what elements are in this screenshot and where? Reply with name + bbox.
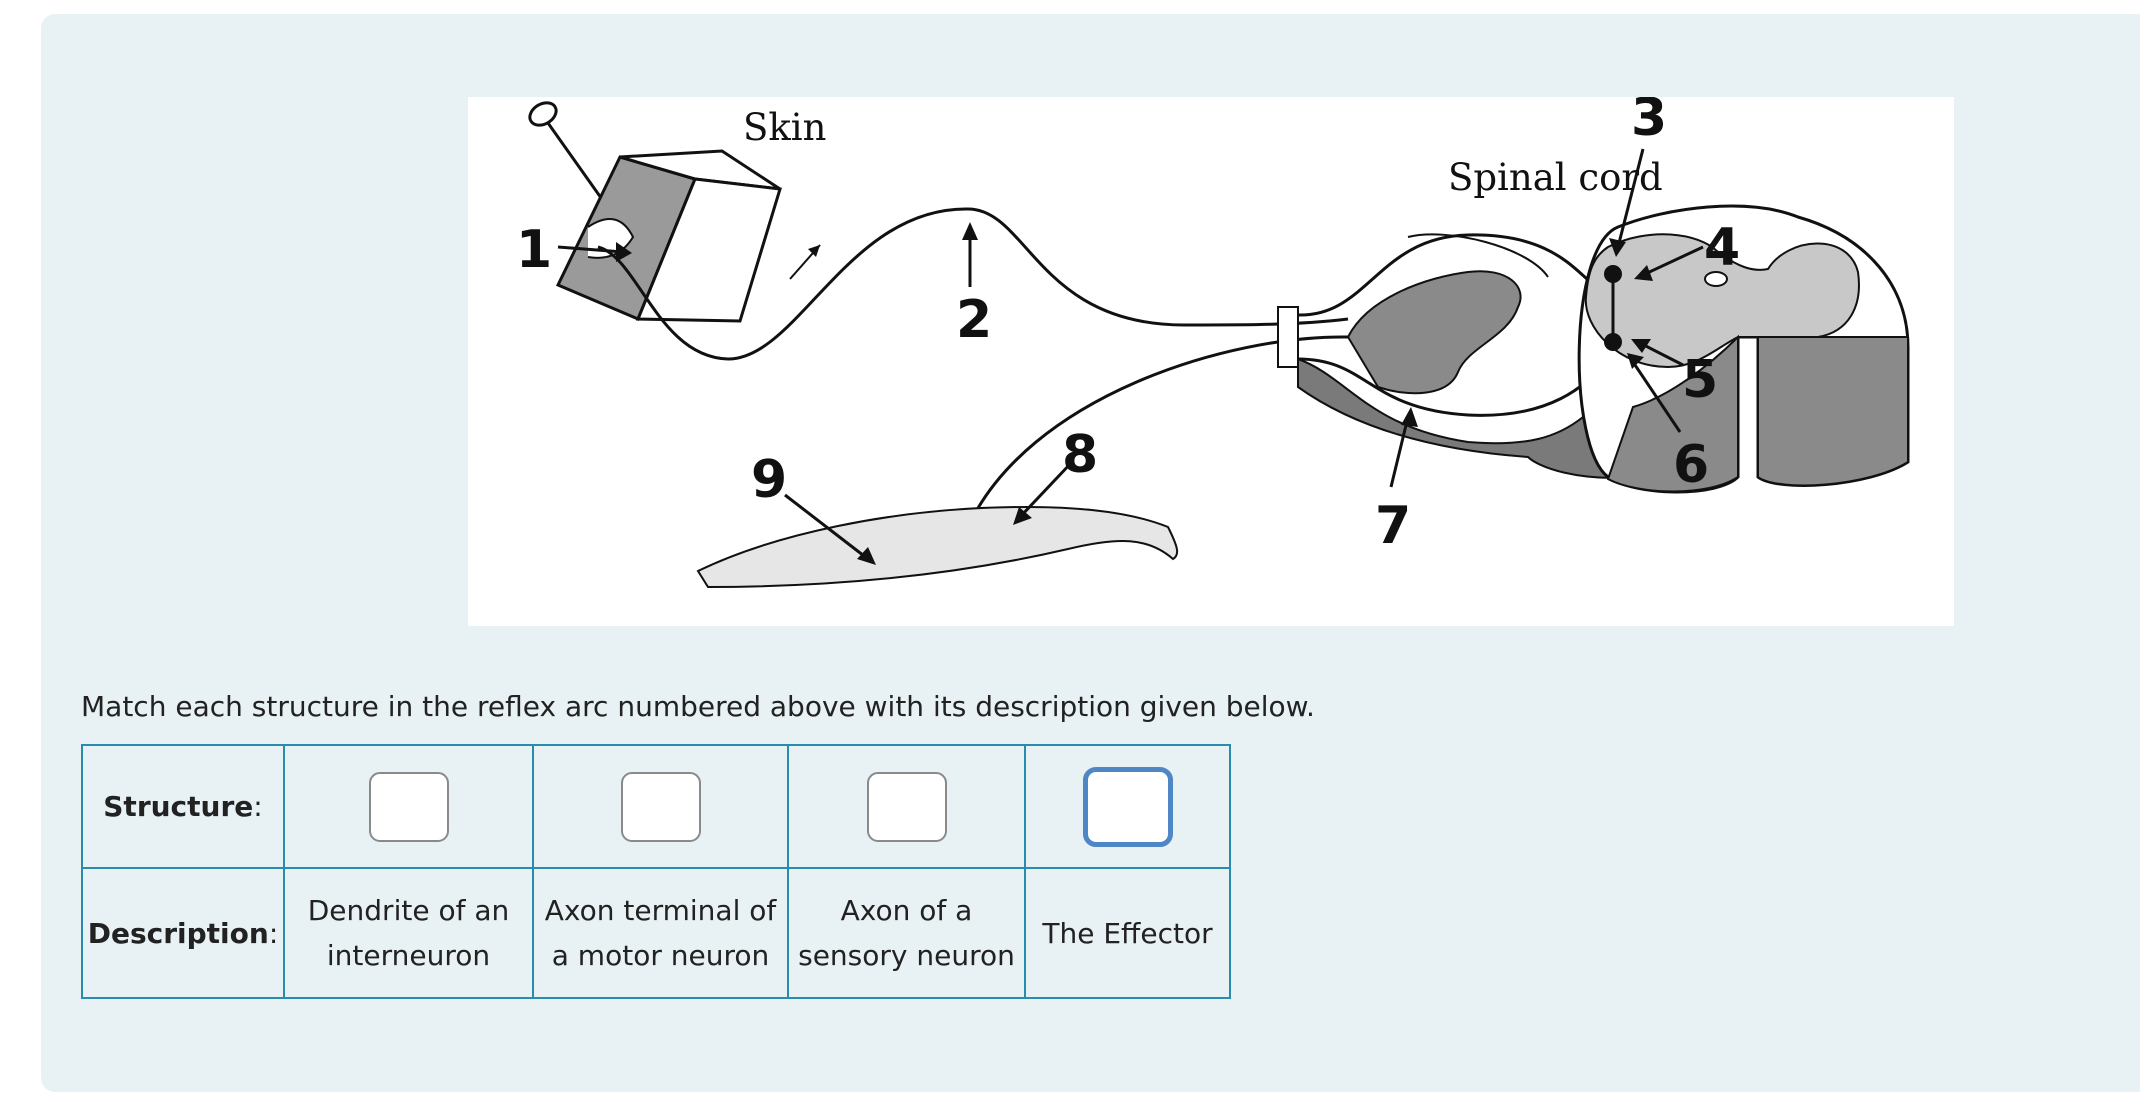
- structure-cell: [787, 744, 1026, 869]
- description-cell-3: Axon of a sensory neuron: [787, 867, 1026, 999]
- label-6: 6: [1673, 435, 1709, 495]
- answer-drop-box-1[interactable]: [368, 771, 449, 842]
- label-7: 7: [1375, 496, 1411, 556]
- description-cell-1: Dendrite of an interneuron: [283, 867, 534, 999]
- reflex-arc-diagram: 1 2 3 4 5 6 7 8 9 Skin Spinal cord: [468, 97, 1954, 626]
- answer-drop-box-4[interactable]: [1082, 766, 1173, 847]
- label-spinal-cord: Spinal cord: [1448, 156, 1663, 199]
- structure-cell: [532, 744, 789, 869]
- label-3: 3: [1631, 97, 1667, 148]
- nerve-bundle-graphic: [1277, 233, 1639, 479]
- label-5: 5: [1682, 350, 1718, 410]
- structure-header: Structure:: [81, 744, 285, 869]
- label-9: 9: [751, 450, 787, 510]
- label-skin: Skin: [743, 106, 826, 149]
- answer-drop-box-3[interactable]: [866, 771, 947, 842]
- structure-cell: [283, 744, 534, 869]
- structure-row: Structure:: [81, 744, 1231, 869]
- muscle-graphic: [696, 505, 1179, 589]
- label-8: 8: [1062, 425, 1098, 485]
- question-panel: 1 2 3 4 5 6 7 8 9 Skin Spinal cord Match…: [41, 14, 2140, 1092]
- label-1: 1: [516, 220, 552, 280]
- description-cell-2: Axon terminal of a motor neuron: [532, 867, 789, 999]
- description-cell-4: The Effector: [1024, 867, 1231, 999]
- matching-table: Structure: Description: Dendrite of an i…: [81, 744, 1231, 999]
- spinal-cord-graphic: [1577, 204, 1910, 494]
- skin-block-graphic: [555, 149, 782, 323]
- label-2: 2: [956, 290, 992, 350]
- question-prompt: Match each structure in the reflex arc n…: [81, 690, 1315, 723]
- structure-cell: [1024, 744, 1231, 869]
- description-header: Description:: [81, 867, 285, 999]
- label-4: 4: [1704, 218, 1740, 278]
- answer-drop-box-2[interactable]: [620, 771, 701, 842]
- description-row: Description: Dendrite of an interneuron …: [81, 867, 1231, 999]
